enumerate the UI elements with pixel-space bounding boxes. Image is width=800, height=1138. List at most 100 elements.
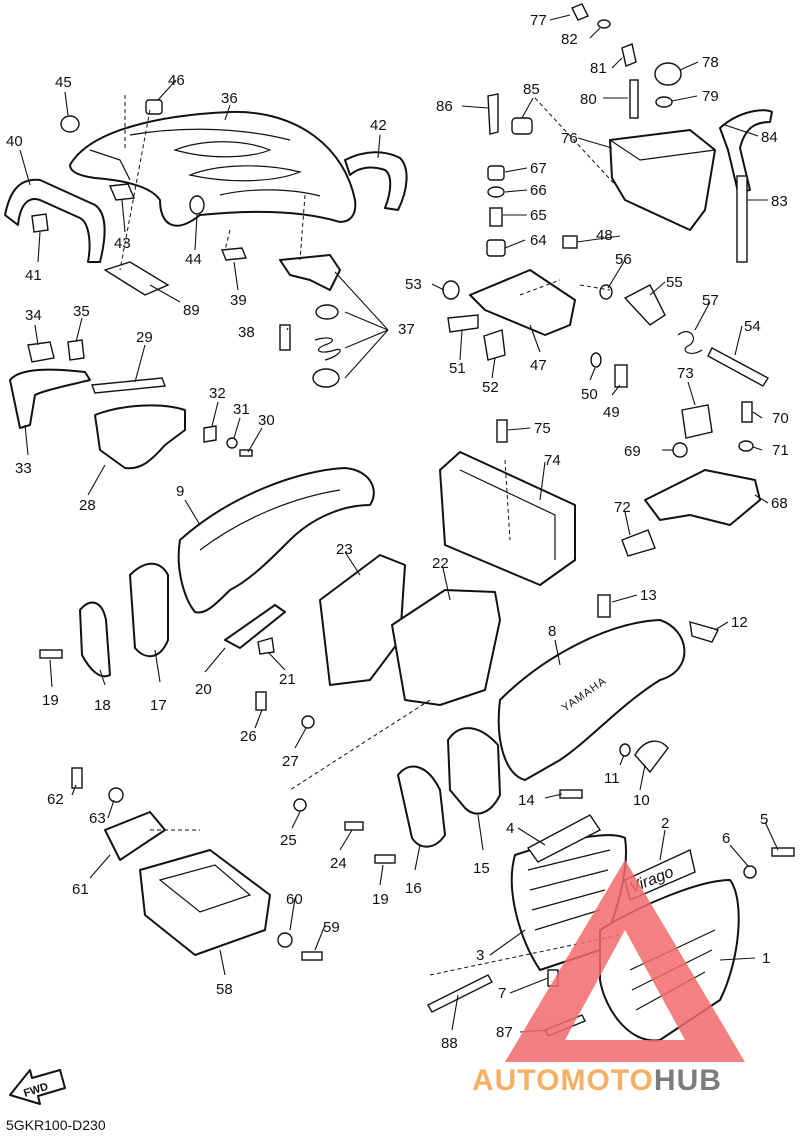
callout-18: 18 (94, 697, 111, 714)
part-64 (486, 239, 506, 257)
callout-77: 77 (530, 12, 547, 29)
callout-26: 26 (240, 728, 257, 745)
part-19-bolt-mid (374, 854, 396, 864)
callout-85: 85 (523, 81, 540, 98)
callout-41: 41 (25, 267, 42, 284)
part-21 (257, 637, 275, 655)
part-30 (239, 449, 253, 457)
part-4-label (526, 814, 602, 863)
callout-83: 83 (771, 193, 788, 210)
part-54-rod (707, 347, 769, 387)
part-14-bolt (559, 789, 583, 799)
part-38-bolt (279, 324, 291, 351)
callout-6: 6 (722, 830, 730, 847)
callout-68: 68 (771, 495, 788, 512)
callout-57: 57 (702, 292, 719, 309)
part-23-plate (319, 554, 406, 686)
part-49-bolt (614, 364, 628, 388)
callout-17: 17 (150, 697, 167, 714)
part-25-washer (293, 798, 307, 812)
callout-76: 76 (561, 130, 578, 147)
callout-84: 84 (761, 129, 778, 146)
part-11 (619, 743, 631, 757)
part-55 (623, 284, 666, 326)
callout-30: 30 (258, 412, 275, 429)
callout-82: 82 (561, 31, 578, 48)
part-32 (203, 425, 217, 443)
part-61-bracket (104, 811, 166, 861)
part-22-plate (391, 589, 501, 706)
callout-78: 78 (702, 54, 719, 71)
part-28-cover (94, 404, 186, 470)
callout-21: 21 (279, 671, 296, 688)
callout-67: 67 (530, 160, 547, 177)
part-75-bolt (496, 419, 508, 443)
callout-35: 35 (73, 303, 90, 320)
callout-15: 15 (473, 860, 490, 877)
part-80 (629, 79, 639, 119)
part-68-bracket (644, 469, 761, 526)
part-67 (487, 165, 505, 181)
callout-31: 31 (233, 401, 250, 418)
callout-71: 71 (772, 442, 789, 459)
part-43 (108, 183, 136, 201)
callout-64: 64 (530, 232, 547, 249)
part-86 (487, 93, 499, 135)
part-33-bracket (9, 368, 91, 429)
callout-46: 46 (168, 72, 185, 89)
part-79 (655, 96, 673, 108)
callout-88: 88 (441, 1035, 458, 1052)
part-35 (67, 339, 85, 361)
callout-39: 39 (230, 292, 247, 309)
part-60 (277, 932, 293, 948)
part-37-rubber (315, 304, 339, 320)
part-44 (189, 195, 205, 215)
part-18-cover (79, 601, 111, 678)
callout-53: 53 (405, 276, 422, 293)
part-42-handle (344, 151, 408, 211)
part-26-bolt (255, 691, 267, 711)
part-76-reservoir (609, 129, 716, 231)
callout-62: 62 (47, 791, 64, 808)
callout-40: 40 (6, 133, 23, 150)
part-78-cap (654, 62, 682, 86)
part-72 (621, 529, 656, 557)
part-37-bracket (279, 254, 341, 291)
callout-19-left: 19 (42, 692, 59, 709)
callout-4: 4 (506, 820, 514, 837)
callout-23: 23 (336, 541, 353, 558)
part-70-bolt (741, 401, 753, 423)
part-37-spring (314, 337, 341, 361)
watermark-part-1: AUTOMOTO (472, 1064, 654, 1097)
part-51 (447, 314, 479, 333)
part-37-collar (312, 368, 340, 388)
part-83-hose (736, 175, 748, 263)
part-45 (60, 115, 80, 133)
callout-22: 22 (432, 555, 449, 572)
part-48 (562, 235, 578, 249)
part-47-bracket (469, 269, 576, 336)
part-50 (590, 352, 602, 368)
callout-9: 9 (176, 483, 184, 500)
callout-86: 86 (436, 98, 453, 115)
part-36-tank-cover (69, 110, 357, 227)
watermark-text: AUTOMOTOHUB (472, 1064, 722, 1097)
callout-5: 5 (760, 811, 768, 828)
callout-80: 80 (580, 91, 597, 108)
callout-81: 81 (590, 60, 607, 77)
leader-lines (19, 14, 779, 1033)
parts-layer: YAMAHA Virago (4, 3, 795, 1042)
callout-63: 63 (89, 810, 106, 827)
part-88-rod (427, 974, 493, 1013)
callout-32: 32 (209, 385, 226, 402)
callout-25: 25 (280, 832, 297, 849)
part-46 (145, 99, 163, 115)
callout-51: 51 (449, 360, 466, 377)
callout-34: 34 (25, 307, 42, 324)
callout-38: 38 (238, 324, 255, 341)
callout-27: 27 (282, 753, 299, 770)
part-62-bolt (71, 767, 83, 789)
part-69 (672, 442, 688, 458)
callout-33: 33 (15, 460, 32, 477)
callout-65: 65 (530, 207, 547, 224)
